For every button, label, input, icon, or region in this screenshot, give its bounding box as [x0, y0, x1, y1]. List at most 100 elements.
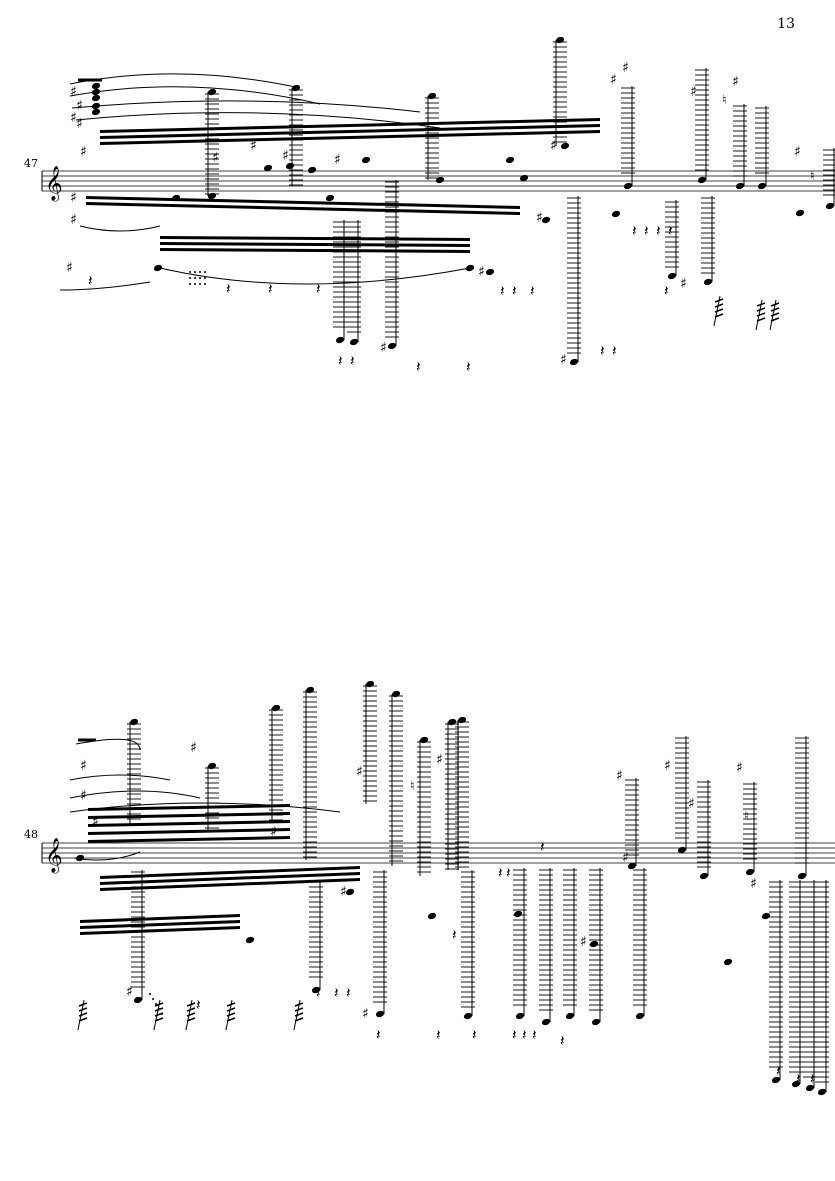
quarter-rest: 𝄽 [776, 1062, 781, 1080]
natural-accidental: ♮ [744, 809, 749, 824]
sharp-accidental: ♯ [70, 212, 77, 228]
beam [88, 836, 290, 843]
notehead [91, 82, 101, 90]
notehead [791, 1080, 801, 1088]
notehead [591, 1018, 601, 1026]
quarter-rest: 𝄽 [334, 984, 339, 1002]
staccato-dot [199, 271, 201, 273]
notehead [611, 210, 621, 218]
tremolo-slash [756, 302, 766, 307]
beam [100, 124, 600, 139]
staccato-dot [161, 1013, 163, 1015]
tremolo-slash [294, 1007, 304, 1012]
staccato-dot [199, 283, 201, 285]
slur [79, 225, 161, 232]
staccato-dot [204, 271, 206, 273]
sharp-accidental: ♯ [70, 190, 77, 206]
sharp-accidental: ♯ [362, 1006, 369, 1022]
tremolo-slash [294, 1012, 304, 1017]
measure-number-48: 48 [24, 828, 38, 841]
notehead [805, 1084, 815, 1092]
quarter-rest: 𝄽 [346, 984, 351, 1002]
natural-accidental: ♮ [722, 93, 727, 108]
notehead [555, 36, 565, 44]
tremolo-slash [770, 302, 780, 307]
quarter-rest: 𝄽 [196, 996, 201, 1014]
notehead [541, 216, 551, 224]
quarter-rest: 𝄽 [500, 282, 505, 300]
notehead [541, 1018, 551, 1026]
quarter-rest: 𝄽 [88, 272, 93, 290]
sharp-accidental: ♯ [70, 84, 77, 100]
tremolo-slash [714, 313, 724, 318]
sharp-accidental: ♯ [356, 764, 363, 780]
notehead [485, 268, 495, 276]
notehead [307, 166, 317, 174]
tremolo-slash [226, 1002, 236, 1007]
beam [160, 248, 470, 253]
sharp-accidental: ♯ [80, 758, 87, 774]
staccato-dot [149, 993, 151, 995]
slur [75, 738, 141, 751]
slur [69, 73, 301, 89]
tremolo-slash [770, 312, 780, 317]
tremolo-slash [714, 303, 724, 308]
notehead [505, 156, 515, 164]
notehead [519, 174, 529, 182]
sharp-accidental: ♯ [736, 760, 743, 776]
notehead [757, 182, 767, 190]
tremolo-slash [154, 1017, 164, 1022]
quarter-rest: 𝄽 [350, 352, 355, 370]
notehead [465, 264, 475, 272]
sharp-accidental: ♯ [80, 144, 87, 160]
quarter-rest: 𝄽 [452, 926, 457, 944]
beam [88, 804, 290, 811]
notehead [207, 762, 217, 770]
sharp-accidental: ♯ [690, 84, 697, 100]
notehead [677, 846, 687, 854]
tremolo-slash [226, 1012, 236, 1017]
quarter-rest: 𝄽 [436, 1026, 441, 1044]
notehead [797, 872, 807, 880]
quarter-rest: 𝄽 [268, 280, 273, 298]
beam [86, 196, 520, 209]
sharp-accidental: ♯ [560, 352, 567, 368]
tremolo-slash [186, 1007, 196, 1012]
slur [69, 790, 201, 799]
quarter-rest: 𝄽 [532, 1026, 537, 1044]
sharp-accidental: ♯ [680, 276, 687, 292]
tremolo-slash [78, 1007, 88, 1012]
slur [75, 112, 441, 129]
notehead [565, 1012, 575, 1020]
notehead [560, 142, 570, 150]
notehead [285, 162, 295, 170]
staccato-dot [204, 283, 206, 285]
staccato-dot [155, 1003, 157, 1005]
staccato-dot [194, 271, 196, 273]
staff-system-48: 𝄞♯♯♯♯♯♮♯♯♯♯♯♮♯♯♯♯♯♯♯𝄽𝄽𝄽𝄽𝄽𝄽𝄽𝄽𝄽𝄽𝄽𝄽𝄽𝄽𝄽𝄽𝄽𝄽 [41, 680, 835, 1096]
notehead [335, 336, 345, 344]
tremolo-slash [186, 1017, 196, 1022]
sharp-accidental: ♯ [550, 138, 557, 154]
beam [88, 820, 290, 827]
quarter-rest: 𝄽 [530, 282, 535, 300]
natural-accidental: ♮ [410, 779, 415, 794]
slur [69, 774, 171, 781]
sharp-accidental: ♯ [190, 740, 197, 756]
sharp-accidental: ♯ [334, 152, 341, 168]
tremolo-slash [714, 308, 724, 313]
quarter-rest: 𝄽 [540, 838, 545, 856]
notehead [667, 272, 677, 280]
treble-clef: 𝄞 [45, 838, 63, 874]
tremolo-slash [78, 1017, 88, 1022]
staccato-dot [204, 277, 206, 279]
beam [160, 236, 470, 241]
sharp-accidental: ♯ [580, 934, 587, 950]
quarter-rest: 𝄽 [472, 1026, 477, 1044]
page-number: 13 [777, 16, 795, 32]
staccato-dot [199, 277, 201, 279]
tremolo-slash [294, 1017, 304, 1022]
sharp-accidental: ♯ [250, 138, 257, 154]
notehead [427, 92, 437, 100]
